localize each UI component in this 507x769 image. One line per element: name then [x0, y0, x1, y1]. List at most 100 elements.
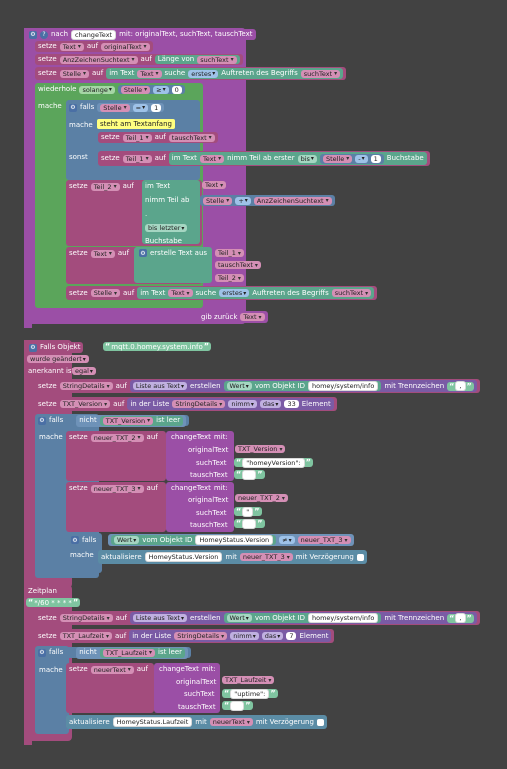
return-block[interactable]: gib zurück Text — [198, 311, 268, 323]
trigger-condition-dropdown[interactable]: wurde geändert — [27, 355, 89, 363]
variable-dropdown[interactable]: TXT_Version — [59, 400, 111, 408]
set-stelle-block[interactable]: setze Stelle auf im Text Text suche erst… — [35, 67, 347, 80]
if-header[interactable]: ⚙ falls Stelle = 1 — [66, 102, 168, 113]
string-literal[interactable]: “"homeyVersion":” — [234, 457, 313, 468]
variable-dropdown[interactable]: Teil_1 — [122, 154, 152, 163]
object-id-field[interactable]: homey/system/info — [307, 613, 379, 623]
occurrence-dropdown[interactable]: erstes — [188, 69, 219, 78]
variable-dropdown[interactable]: AnzZeichenSuchtext — [59, 55, 138, 64]
variable-getter[interactable]: neuerText — [209, 718, 253, 726]
variable-getter[interactable]: Text — [202, 181, 227, 189]
variable-getter[interactable]: TXT_Version — [235, 445, 286, 453]
variable-getter[interactable]: Text — [168, 289, 193, 297]
set-text-block[interactable]: setze Text auf originalText — [35, 41, 153, 52]
object-id-field[interactable]: HomeyStatus.Version — [195, 535, 274, 545]
gear-icon[interactable]: ⚙ — [29, 343, 37, 352]
math-operator[interactable]: - — [355, 154, 368, 163]
variable-dropdown[interactable]: neuerText — [90, 665, 134, 674]
variable-dropdown[interactable]: neuer_TXT_3 — [90, 484, 144, 493]
gear-icon[interactable]: ⚙ — [69, 103, 77, 112]
object-id-field[interactable]: HomeyStatus.Laufzeit — [112, 717, 193, 727]
index-field[interactable]: 7 — [286, 632, 297, 640]
set-stelle-block-2[interactable]: setze Stelle auf im Text Text suche erst… — [66, 286, 378, 300]
variable-getter[interactable]: TXT_Version — [102, 416, 154, 425]
variable-getter[interactable]: TXT_Laufzeit — [222, 676, 275, 684]
variable-dropdown[interactable]: TXT_Laufzeit — [59, 632, 113, 640]
variable-dropdown[interactable]: Stelle — [90, 289, 120, 297]
set-txtversion-block[interactable]: setze TXT_Version auf in der Liste Strin… — [35, 397, 337, 411]
compare-operator[interactable]: = — [132, 103, 149, 112]
index-field[interactable]: 33 — [284, 400, 299, 408]
string-literal[interactable]: “” — [234, 518, 265, 529]
number-field[interactable]: 1 — [370, 154, 381, 163]
variable-getter[interactable]: Stelle — [203, 196, 233, 205]
object-id-field[interactable]: HomeyStatus.Version — [144, 552, 223, 562]
help-icon[interactable]: ? — [40, 30, 48, 39]
function-name-field[interactable]: changeText — [71, 29, 117, 40]
variable-getter[interactable]: Stelle — [120, 85, 151, 94]
value-dropdown[interactable]: Wert — [226, 382, 252, 390]
set-anzzeichen-block[interactable]: setze AnzZeichenSuchtext auf Länge vonsu… — [35, 54, 243, 65]
separator-string[interactable]: “,” — [447, 613, 474, 623]
list-op-dropdown[interactable]: nimm — [228, 400, 257, 408]
set-teil1-block[interactable]: setze Teil_1 auf tauschText — [98, 132, 218, 143]
compare-operator[interactable]: ≥ — [153, 85, 169, 94]
bis-dropdown[interactable]: bis letzter — [145, 224, 188, 232]
trigger-header[interactable]: ⚙ Falls Objekt — [26, 342, 84, 353]
variable-getter[interactable]: StringDetails — [172, 400, 226, 408]
procedure-header[interactable]: ⚙ ? nach changeText mit: originalText, s… — [26, 29, 256, 40]
gear-icon[interactable]: ⚙ — [29, 30, 37, 39]
set-stringdetails-block[interactable]: setze StringDetails auf Liste aus Text e… — [35, 379, 480, 393]
gear-icon[interactable]: ⚙ — [71, 536, 79, 544]
variable-dropdown[interactable]: Text — [90, 249, 115, 258]
update-block[interactable]: aktualisiere HomeyStatus.Version mit neu… — [98, 550, 367, 564]
gear-icon[interactable]: ⚙ — [38, 648, 46, 657]
param-getter[interactable]: tauschText — [168, 133, 215, 142]
delay-checkbox[interactable] — [356, 553, 364, 561]
comment-note[interactable]: steht am Textanfang — [97, 119, 175, 129]
gear-icon[interactable]: ⚙ — [139, 249, 147, 257]
loop-mode-dropdown[interactable]: solange — [79, 85, 115, 94]
variable-getter[interactable]: neuer_TXT_3 — [297, 536, 351, 544]
list-pos-dropdown[interactable]: das — [261, 632, 284, 640]
while-header[interactable]: wiederhole solange Stelle ≥ 0 — [35, 84, 188, 95]
variable-dropdown[interactable]: Stelle — [59, 69, 89, 78]
gear-icon[interactable]: ⚙ — [38, 416, 46, 425]
separator-string[interactable]: “,” — [447, 381, 474, 391]
ack-dropdown[interactable]: egal — [72, 367, 96, 375]
variable-getter[interactable]: neuer_TXT_3 — [239, 553, 293, 561]
variable-dropdown[interactable]: StringDetails — [59, 382, 113, 390]
param-getter[interactable]: suchText — [331, 289, 372, 297]
list-op-dropdown[interactable]: nimm — [230, 632, 259, 640]
object-id-field[interactable]: homey/system/info — [307, 381, 379, 391]
list-mode-dropdown[interactable]: Liste aus Text — [132, 614, 187, 622]
delay-checkbox[interactable] — [316, 718, 324, 726]
set-txtlaufzeit-block[interactable]: setze TXT_Laufzeit auf in der Liste Stri… — [35, 629, 335, 643]
object-id-string[interactable]: “mqtt.0.homey.system.info” — [103, 342, 212, 351]
set-stringdetails-block-2[interactable]: setze StringDetails auf Liste aus Text e… — [35, 611, 480, 625]
param-getter[interactable]: originalText — [101, 42, 150, 51]
string-literal[interactable]: “"” — [234, 506, 262, 517]
math-operator[interactable]: + — [235, 196, 251, 205]
set-teil1-else-block[interactable]: setze Teil_1 auf im Text Text nimm Teil … — [98, 151, 430, 166]
variable-getter[interactable]: Teil_2 — [215, 274, 244, 282]
cron-string[interactable]: “*/60 * * * *” — [26, 598, 81, 607]
string-literal[interactable]: “"uptime":” — [222, 688, 278, 699]
variable-getter[interactable]: TXT_Laufzeit — [102, 648, 156, 657]
variable-getter[interactable]: StringDetails — [174, 632, 228, 640]
variable-dropdown[interactable]: Teil_1 — [122, 133, 152, 142]
value-dropdown[interactable]: Wert — [226, 614, 252, 622]
param-getter[interactable]: suchText — [300, 69, 341, 78]
string-literal[interactable]: “” — [234, 469, 265, 480]
occurrence-dropdown[interactable]: erstes — [219, 289, 250, 297]
variable-dropdown[interactable]: neuer_TXT_2 — [90, 433, 144, 442]
variable-getter[interactable]: Text — [240, 313, 265, 321]
string-literal[interactable]: “” — [222, 700, 253, 711]
variable-getter[interactable]: Stelle — [100, 103, 130, 112]
if-block-laufzeit[interactable] — [35, 646, 69, 734]
variable-getter[interactable]: Teil_1 — [215, 249, 244, 257]
param-getter[interactable]: tauschText — [215, 261, 261, 269]
variable-dropdown[interactable]: Teil_2 — [90, 182, 120, 191]
variable-getter[interactable]: Text — [137, 69, 162, 78]
list-pos-dropdown[interactable]: das — [259, 400, 282, 408]
